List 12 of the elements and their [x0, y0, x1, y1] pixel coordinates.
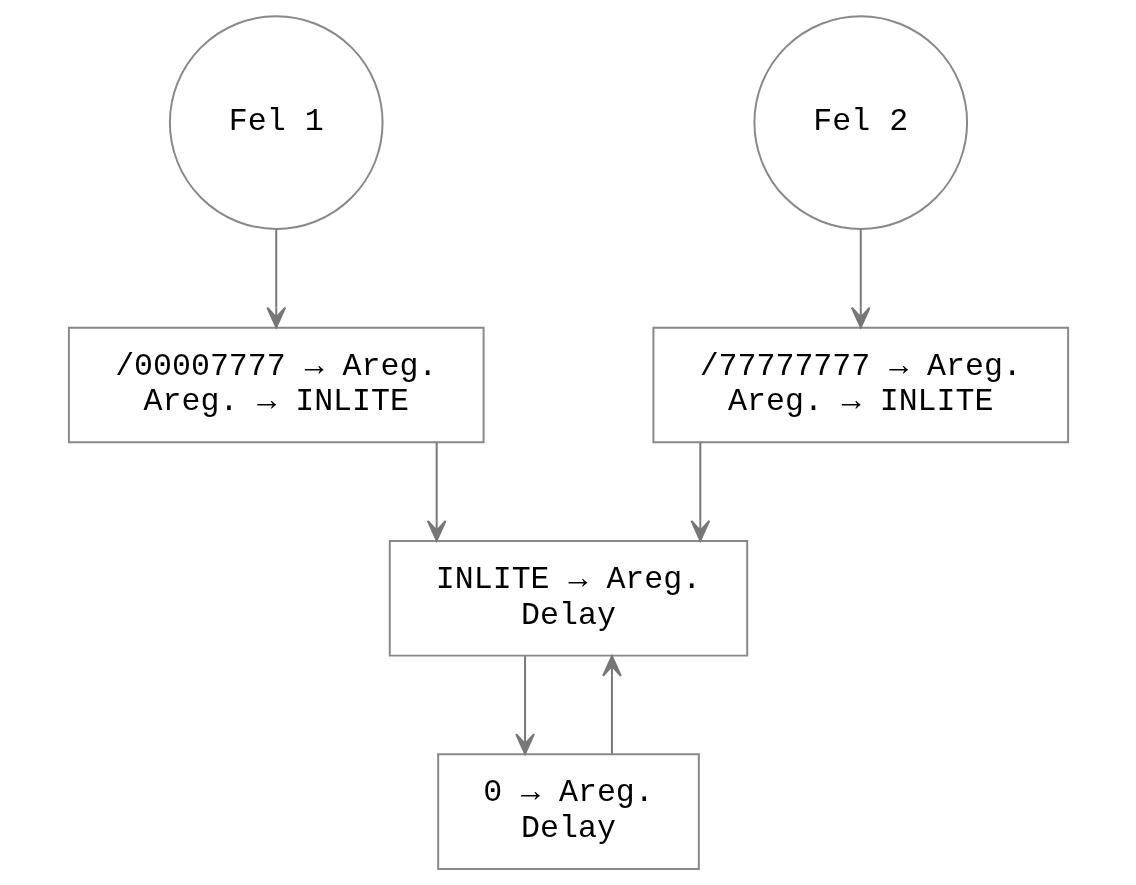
- node-box: /00007777 → Areg. Areg. → INLITE: [67, 326, 485, 444]
- node-circle: Fel 2: [752, 15, 968, 230]
- arrow: [601, 655, 622, 755]
- node-circle: Fel 1: [168, 15, 384, 230]
- node-box: 0 → Areg. Delay: [436, 753, 700, 870]
- arrow: [850, 228, 871, 329]
- arrow: [514, 655, 535, 755]
- arrow: [265, 228, 286, 329]
- node-box: /77777777 → Areg. Areg. → INLITE: [651, 326, 1069, 444]
- arrow: [426, 441, 447, 542]
- node-box: INLITE → Areg. Delay: [388, 540, 748, 657]
- arrow: [689, 441, 710, 542]
